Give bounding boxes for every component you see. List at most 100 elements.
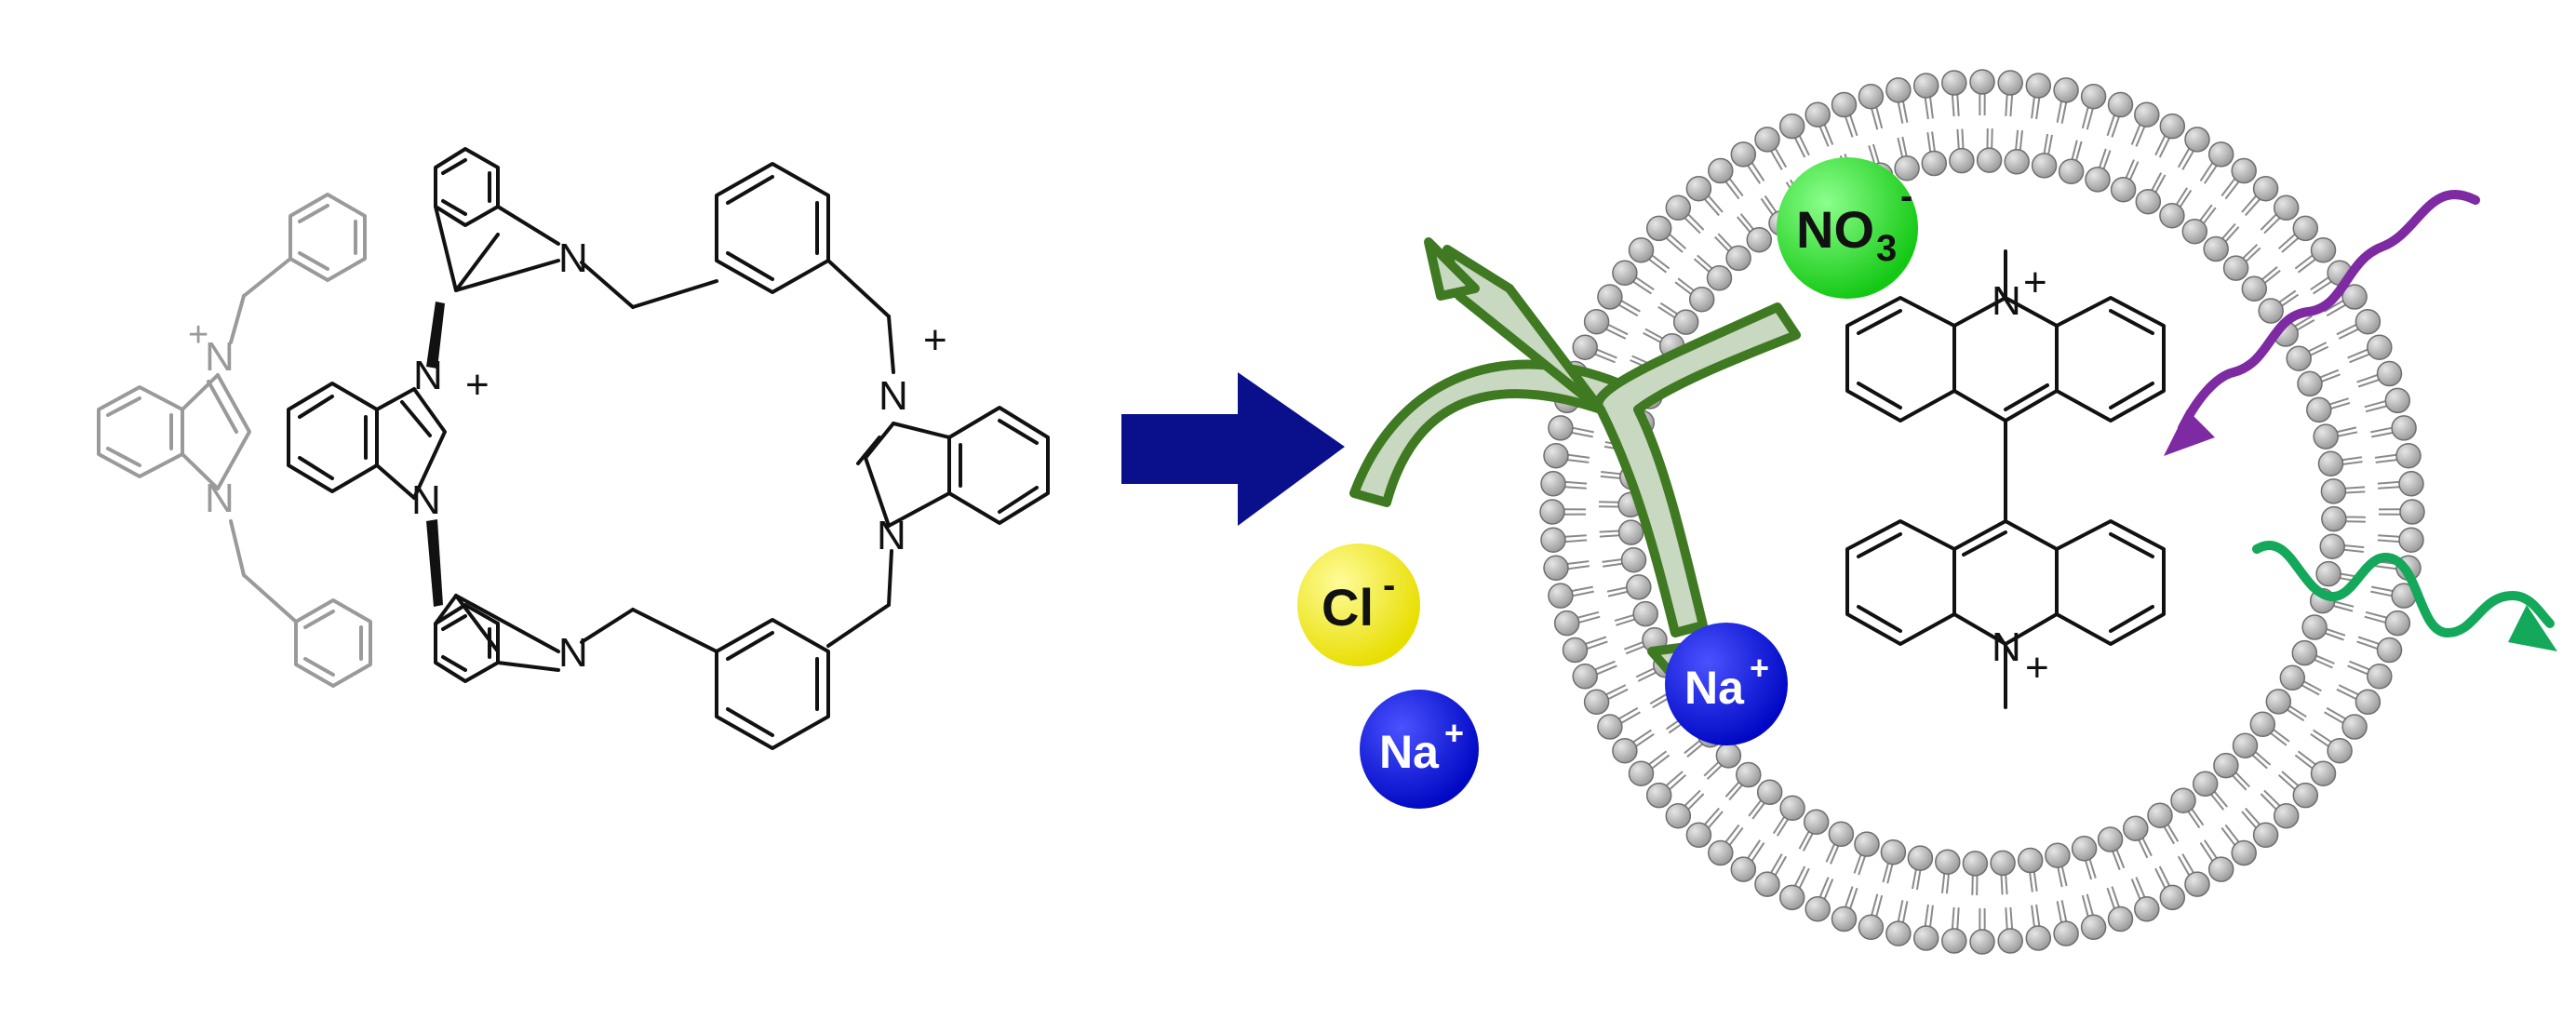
- lipid-tail-outer: [2310, 732, 2329, 747]
- lipid-tail-outer: [2370, 590, 2393, 597]
- lipid-tail-outer: [1875, 107, 1884, 129]
- lipid-head-inner: [2320, 478, 2347, 504]
- lipid-head-outer: [1612, 260, 1638, 287]
- lipid-tail-inner: [1635, 667, 1655, 678]
- lipid-head-inner: [2317, 450, 2344, 477]
- lipid-tail-outer: [2324, 300, 2344, 313]
- lipid-head-outer: [2231, 839, 2257, 866]
- lipid-tail-outer: [2260, 213, 2277, 231]
- lipid-tail-inner: [1706, 764, 1723, 780]
- lipid-head-outer: [2252, 175, 2279, 202]
- lipid-tail-outer: [2356, 640, 2378, 650]
- lipid-head-outer: [1628, 237, 1655, 263]
- lipid-head-outer: [1858, 914, 1885, 941]
- lipid-head-outer: [1805, 896, 1831, 922]
- lipid-head-outer: [1583, 308, 1610, 335]
- lipid-tail-outer: [2220, 826, 2235, 846]
- lipid-tail-inner: [1915, 870, 1922, 891]
- lipid-tail-outer: [2111, 116, 2120, 138]
- lipid-tail-outer: [1724, 824, 1740, 843]
- acridinium-charge-top: +: [2023, 260, 2047, 305]
- lipid-head-outer: [2053, 920, 2079, 946]
- lipid-head-outer: [2107, 906, 2134, 932]
- lipid-tail-inner: [1637, 671, 1657, 682]
- lipid-head-outer: [2398, 471, 2424, 497]
- lipid-tail-outer: [2177, 148, 2191, 168]
- lipid-tail-inner: [2047, 134, 2053, 154]
- lipid-head-inner: [2241, 275, 2268, 302]
- lipid-tail-inner: [1624, 641, 1644, 651]
- lipid-head-inner: [2123, 815, 2149, 841]
- lipid-tail-outer: [1684, 789, 1701, 807]
- lipid-tail-outer: [1951, 95, 1955, 117]
- lipid-tail-inner: [1644, 328, 1663, 340]
- lipid-head-outer: [1540, 471, 1566, 497]
- sodium-charge-outside: +: [1444, 714, 1464, 752]
- lipid-head-outer: [2080, 914, 2107, 941]
- lipid-head-outer: [2184, 127, 2210, 153]
- lipid-tail-outer: [2035, 98, 2041, 120]
- lipid-head-inner: [1725, 245, 1751, 272]
- lipid-head-outer: [1562, 637, 1589, 664]
- charge-right: +: [923, 317, 947, 363]
- lipid-tail-inner: [1599, 530, 1619, 533]
- lipid-tail-outer: [1902, 101, 1909, 123]
- lipid-tail-outer: [1902, 901, 1909, 923]
- lipid-head-inner: [2319, 533, 2345, 559]
- lipid-head-outer: [2292, 215, 2319, 242]
- lipid-head-outer: [2025, 73, 2052, 99]
- lipid-tail-outer: [1818, 126, 1830, 147]
- lipid-tail-inner: [1697, 254, 1713, 270]
- lipid-tail-inner: [1901, 136, 1908, 156]
- lipid-tail-outer: [1565, 480, 1588, 485]
- lipid-head-outer: [2398, 527, 2424, 553]
- nitrate-charge: -: [1900, 176, 1912, 217]
- lipid-tail-inner: [2270, 732, 2288, 746]
- lipid-tail-outer: [1849, 114, 1858, 137]
- lipid-head-outer: [1548, 583, 1574, 609]
- lipid-tail-inner: [1600, 475, 1620, 479]
- lipid-tail-outer: [1632, 280, 1652, 295]
- lipid-tail-inner: [1625, 645, 1645, 655]
- lipid-tail-inner: [1602, 558, 1622, 563]
- lipid-head-outer: [1645, 215, 1672, 242]
- lipid-tail-inner: [2337, 426, 2357, 434]
- lipid-tail-outer: [1704, 198, 1720, 217]
- lipid-tail-outer: [2106, 887, 2115, 909]
- lipid-head-inner: [2110, 176, 2137, 203]
- lipid-tail-outer: [1620, 711, 1641, 724]
- lipid-tail-outer: [2203, 165, 2218, 184]
- lipid-tail-outer: [1635, 732, 1655, 747]
- lipid-head-outer: [2134, 896, 2160, 922]
- lipid-head-outer: [1885, 77, 1912, 103]
- imidazolium-nitrogen-left-lower: N: [411, 477, 441, 523]
- nitrate-subscript: 3: [1876, 228, 1897, 269]
- lipid-tail-inner: [2060, 866, 2068, 887]
- lipid-tail-inner: [1853, 854, 1862, 874]
- lipid-head-outer: [1969, 69, 1995, 95]
- lipid-head-outer: [2376, 637, 2403, 664]
- lipid-tail-outer: [1605, 684, 1627, 696]
- lipid-tail-outer: [1770, 150, 1783, 170]
- lipid-tail-outer: [1578, 615, 1601, 624]
- lipid-tail-outer: [1684, 217, 1701, 235]
- lipid-head-outer: [1665, 195, 1692, 221]
- lipid-tail-inner: [2255, 751, 2272, 766]
- lipid-tail-outer: [2135, 877, 2146, 898]
- lipid-tail-outer: [1651, 254, 1670, 270]
- lipid-tail-outer: [2374, 565, 2396, 570]
- lipid-head-inner: [2315, 560, 2341, 587]
- lipid-tail-outer: [1845, 886, 1854, 907]
- lipid-head-inner: [1803, 809, 1830, 836]
- lipid-tail-outer: [2245, 807, 2261, 825]
- lipid-tail-inner: [1961, 128, 1965, 149]
- lipid-head-outer: [2391, 415, 2417, 441]
- lipid-head-outer: [2207, 856, 2234, 882]
- lipid-tail-outer: [1747, 165, 1762, 184]
- lipid-tail-inner: [1657, 305, 1676, 318]
- lipid-tail-outer: [1823, 879, 1834, 900]
- acridinium-charge-bottom: +: [2025, 645, 2049, 691]
- lipid-tail-outer: [2313, 280, 2332, 295]
- lipid-head-outer: [2107, 91, 2134, 118]
